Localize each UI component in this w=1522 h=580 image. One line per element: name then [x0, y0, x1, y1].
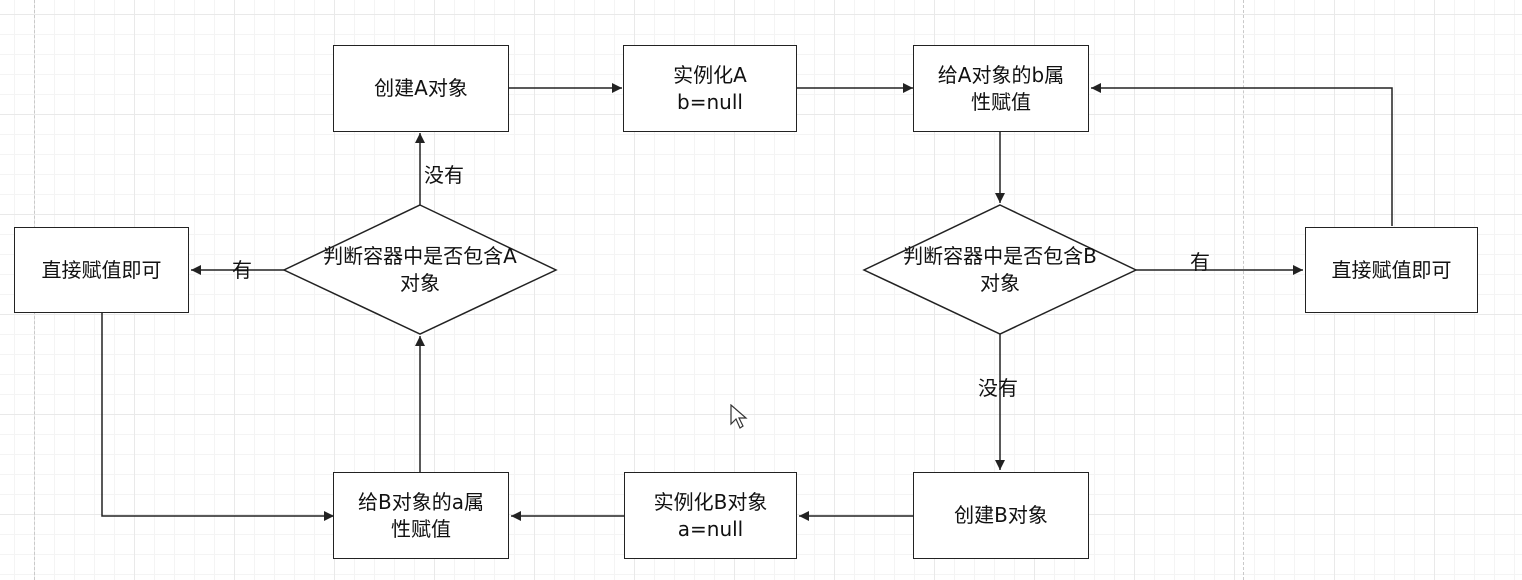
- edge-label-check-b-no: 没有: [978, 376, 1018, 400]
- edge-label-check-b-yes: 有: [1190, 250, 1210, 274]
- node-instantiate-a: 实例化A b=null: [623, 45, 797, 132]
- node-direct-assign-left: 直接赋值即可: [14, 227, 189, 313]
- decision-diamond-a: [282, 204, 558, 335]
- node-direct-assign-right: 直接赋值即可: [1305, 227, 1478, 313]
- guide-line: [1243, 0, 1244, 580]
- edge-label-check-a-yes: 有: [232, 258, 252, 282]
- node-create-b: 创建B对象: [913, 472, 1089, 559]
- edge-label-check-a-no: 没有: [424, 163, 464, 187]
- edge-direct-right-to-assign-b: [1091, 83, 1393, 226]
- decision-check-a-label: 判断容器中是否包含A 对象: [323, 244, 517, 295]
- node-instantiate-b: 实例化B对象 a=null: [624, 472, 797, 559]
- decision-check-b-label: 判断容器中是否包含B 对象: [903, 244, 1097, 295]
- node-assign-b-attr: 给A对象的b属 性赋值: [913, 45, 1089, 132]
- node-create-a: 创建A对象: [333, 45, 509, 132]
- node-assign-a-attr: 给B对象的a属 性赋值: [333, 472, 509, 559]
- mouse-cursor-icon: [730, 404, 748, 429]
- edge-direct-left-to-assign-a: [101, 313, 334, 521]
